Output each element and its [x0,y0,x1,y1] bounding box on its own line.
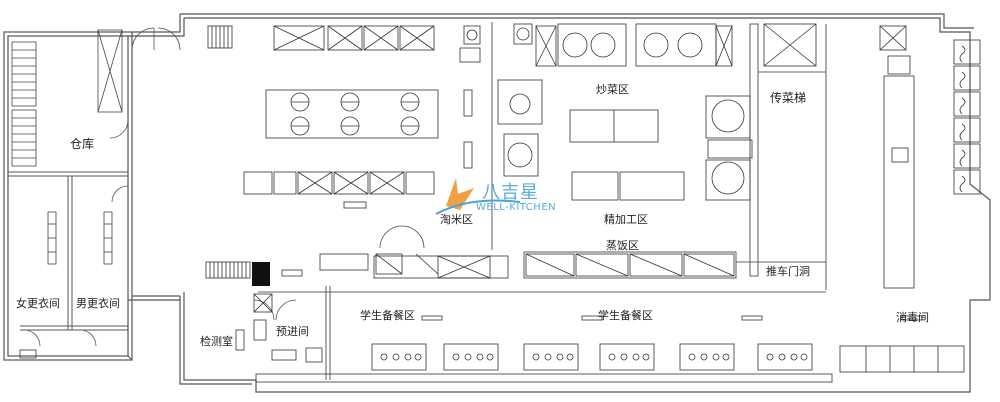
logo-flame-icon [435,178,521,215]
serving-counters [255,286,833,383]
dish-elevator-label: 传菜梯 [770,91,807,105]
female-locker-label: 女更衣间 [16,297,60,310]
pre-entry-equipment [19,261,323,363]
disinfection-room-label: 消毒间 [896,311,929,324]
cart-door-label: 推车门洞 [766,265,810,278]
steaming-area-label: 蒸饭区 [606,239,639,252]
stir-fry-area-label: 炒菜区 [596,83,629,96]
logo-subtitle: WELL-KITCHEN [476,202,557,213]
locker-rows [47,211,113,265]
doors [23,27,425,347]
washing-area-equipment [207,25,481,209]
male-locker-label: 男更衣间 [76,297,120,310]
logo-name: 八吉星 [482,182,539,203]
left-interior-walls [8,171,128,331]
steaming-equipment [319,251,826,279]
stir-fry-equipment [491,22,759,277]
dish-elevator [758,23,827,290]
student-serving-center-label: 学生备餐区 [598,309,653,322]
disinfection-equipment [839,25,981,373]
dark-fixture [252,262,270,286]
walls [3,13,991,393]
student-serving-left-label: 学生备餐区 [360,309,415,322]
inspection-room-label: 检测室 [200,335,233,348]
fine-processing-label: 精加工区 [604,213,648,226]
warehouse-shelves [11,29,123,167]
company-logo: 八吉星 WELL-KITCHEN [436,176,586,222]
washing-area-label: 淘米区 [440,213,473,226]
warehouse-label: 仓库 [70,137,95,151]
pre-entry-label: 预进间 [276,325,309,338]
